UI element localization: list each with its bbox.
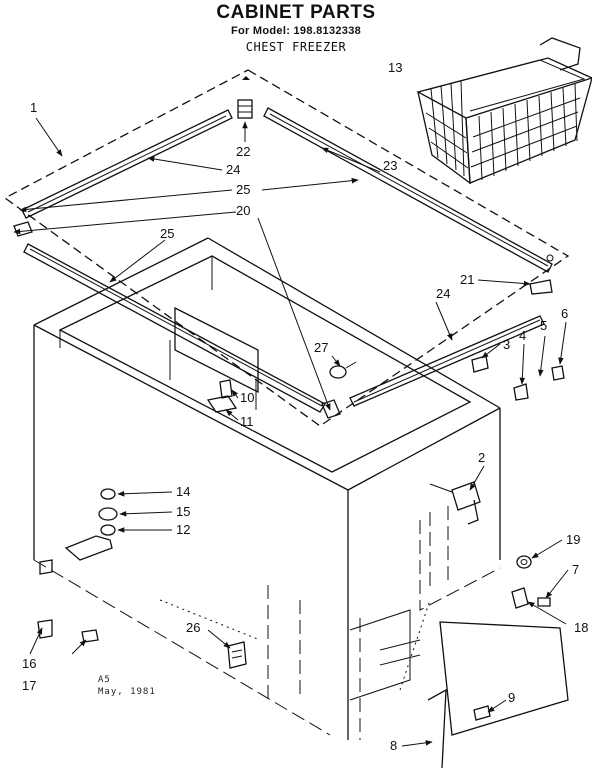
- leader-lines: [13, 117, 569, 747]
- callout-6: 6: [561, 306, 568, 321]
- wiring-path: [159, 599, 431, 691]
- front-left-trim: [23, 243, 326, 413]
- callout-24-top: 24: [226, 162, 240, 177]
- callout-25-top: 25: [236, 182, 250, 197]
- cabinet-body: [33, 237, 569, 768]
- diagram-subtitle: CHEST FREEZER: [245, 40, 347, 54]
- hinge-assembly: [429, 481, 481, 525]
- hinge-bushing-19: [516, 555, 532, 569]
- diagram-title: CABINET PARTS: [216, 2, 376, 23]
- callout-1: 1: [30, 100, 37, 115]
- latch-assembly: [206, 379, 238, 413]
- callout-25-front: 25: [160, 226, 174, 241]
- model-number: For Model: 198.8132338: [230, 25, 362, 37]
- front-right-trim: [349, 315, 545, 407]
- footnote-date: May, 1981: [98, 687, 156, 697]
- callout-9: 9: [508, 690, 515, 705]
- lid-hinge-parts: [471, 355, 565, 401]
- callout-10: 10: [240, 390, 254, 405]
- callout-20: 20: [236, 203, 250, 218]
- callout-14: 14: [176, 484, 190, 499]
- callout-16: 16: [22, 656, 36, 671]
- callout-7: 7: [572, 562, 579, 577]
- drain-plug: [37, 619, 99, 643]
- right-rear-trim: [263, 107, 553, 273]
- lid-frame: [3, 69, 570, 427]
- switch-bracket: [227, 641, 247, 669]
- hinge-screws: [511, 587, 551, 609]
- leveling-foot: [39, 559, 53, 575]
- thermostat-knob-assembly: [64, 488, 118, 561]
- screw-9: [473, 705, 491, 721]
- wire-basket: [416, 37, 592, 185]
- callout-17: 17: [22, 678, 36, 693]
- lid-stop: [329, 361, 357, 379]
- callout-2: 2: [478, 450, 485, 465]
- callout-26: 26: [186, 620, 200, 635]
- callout-12: 12: [176, 522, 190, 537]
- callout-22: 22: [236, 144, 250, 159]
- callout-27: 27: [314, 340, 328, 355]
- corner-clip-left: [13, 221, 33, 237]
- footnote-code: A5: [98, 675, 111, 685]
- callout-15: 15: [176, 504, 190, 519]
- callout-4: 4: [519, 328, 526, 343]
- callout-11: 11: [240, 414, 254, 429]
- corner-clip-right: [529, 254, 554, 295]
- left-side-trim: [21, 109, 233, 219]
- callout-5: 5: [540, 318, 547, 333]
- callout-8: 8: [390, 738, 397, 753]
- callout-21: 21: [460, 272, 474, 287]
- hinge-bushing: [237, 76, 253, 119]
- callout-3: 3: [503, 337, 510, 352]
- callout-24-front: 24: [436, 286, 450, 301]
- callout-19: 19: [566, 532, 580, 547]
- callout-23: 23: [383, 158, 397, 173]
- footnote: A5 May, 1981: [98, 675, 156, 697]
- callout-18: 18: [574, 620, 588, 635]
- callout-labels: 1 13 22 23 24 25 20 25 21 24 27 3 4 5 6 …: [22, 60, 588, 753]
- corner-clip-front: [321, 399, 341, 419]
- callout-13: 13: [388, 60, 402, 75]
